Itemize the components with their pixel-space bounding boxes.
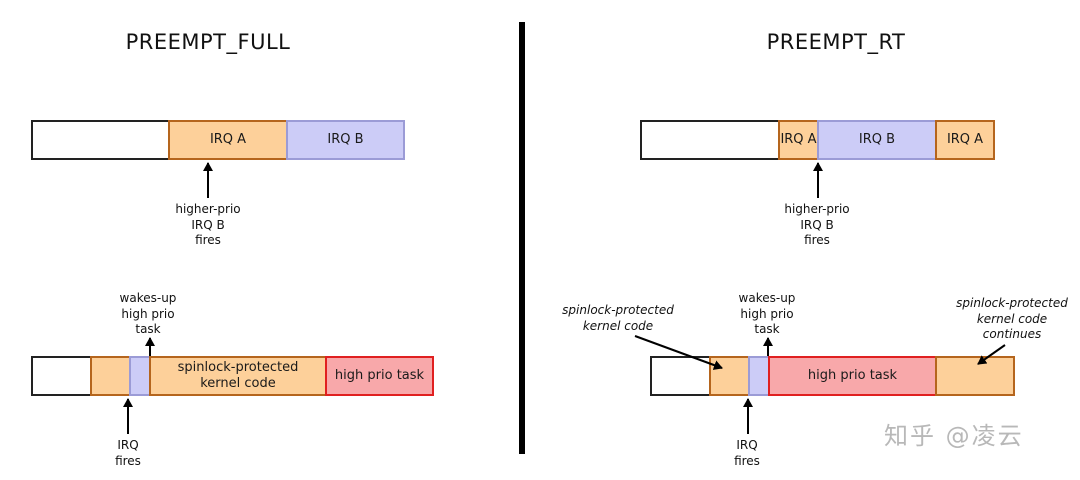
annotation-line: fires — [804, 233, 830, 247]
left-top-idle-segment — [31, 120, 170, 160]
annotation-line: task — [754, 322, 780, 336]
right-top-irq-a-resumed-segment: IRQ A — [935, 120, 995, 160]
watermark-text: 知乎 @凌云 — [884, 422, 1024, 450]
segment-label: high prio task — [807, 368, 898, 383]
right-top-irq-b-segment: IRQ B — [817, 120, 937, 160]
left-wake-label: wakes-up high prio task — [108, 291, 188, 338]
annotation-line: spinlock-protected — [956, 296, 1068, 310]
right-bottom-irq-segment — [748, 356, 770, 396]
annotation-line: task — [135, 322, 161, 336]
left-top-irq-a-segment: IRQ A — [168, 120, 288, 160]
left-top-irq-b-segment: IRQ B — [286, 120, 405, 160]
right-top-idle-segment — [640, 120, 780, 160]
right-bottom-high-prio-task-segment: high prio task — [768, 356, 937, 396]
segment-label: high prio task — [334, 368, 425, 383]
right-spinlock-label: spinlock-protected kernel code — [558, 303, 678, 334]
annotation-line: kernel code — [582, 318, 654, 333]
annotation-line: higher-prio — [784, 202, 850, 216]
segment-label: spinlock-protected kernel code — [177, 360, 299, 391]
annotation-line: IRQ — [117, 438, 139, 452]
segment-label: IRQ A — [209, 132, 247, 147]
right-continues-label: spinlock-protected kernel code continues — [952, 296, 1072, 343]
annotation-line: IRQ B — [191, 217, 225, 232]
annotation-line: fires — [734, 453, 760, 468]
left-irq-label: IRQ fires — [98, 438, 158, 469]
left-bottom-high-prio-task-segment: high prio task — [325, 356, 434, 396]
segment-label: IRQ A — [946, 132, 984, 147]
annotation-line: IRQ — [736, 438, 758, 452]
annotation-line: higher-prio — [175, 202, 241, 216]
annotation-line: IRQ B — [800, 217, 834, 232]
left-bottom-spinlock-segment: spinlock-protected kernel code — [149, 356, 327, 396]
segment-label: IRQ A — [780, 132, 817, 147]
annotation-line: fires — [115, 453, 141, 468]
annotation-line: continues — [982, 327, 1042, 341]
panel-divider — [519, 22, 525, 454]
right-wake-label: wakes-up high prio task — [727, 291, 807, 338]
annotation-line: wakes-up — [119, 291, 177, 305]
segment-label: IRQ B — [858, 132, 896, 147]
left-bottom-irq-segment — [129, 356, 151, 396]
annotation-line: wakes-up — [738, 291, 796, 305]
annotation-line: high prio — [740, 306, 794, 321]
left-bottom-idle-segment — [31, 356, 92, 396]
annotation-line: kernel code — [976, 311, 1048, 326]
right-bottom-kernel-segment — [709, 356, 750, 396]
right-top-irq-a-segment: IRQ A — [778, 120, 819, 160]
right-irq-label: IRQ fires — [717, 438, 777, 469]
left-top-annotation: higher-prio IRQ B fires — [168, 202, 248, 249]
right-top-annotation: higher-prio IRQ B fires — [777, 202, 857, 249]
right-title: PREEMPT_RT — [766, 30, 906, 54]
annotation-line: spinlock-protected — [562, 303, 674, 317]
segment-label: IRQ B — [327, 132, 364, 147]
right-bottom-kernel-continues-segment — [935, 356, 1015, 396]
annotation-line: high prio — [121, 306, 175, 321]
right-bottom-idle-segment — [650, 356, 711, 396]
left-bottom-kernel-segment — [90, 356, 131, 396]
annotation-line: fires — [195, 233, 221, 247]
left-title: PREEMPT_FULL — [125, 30, 291, 54]
